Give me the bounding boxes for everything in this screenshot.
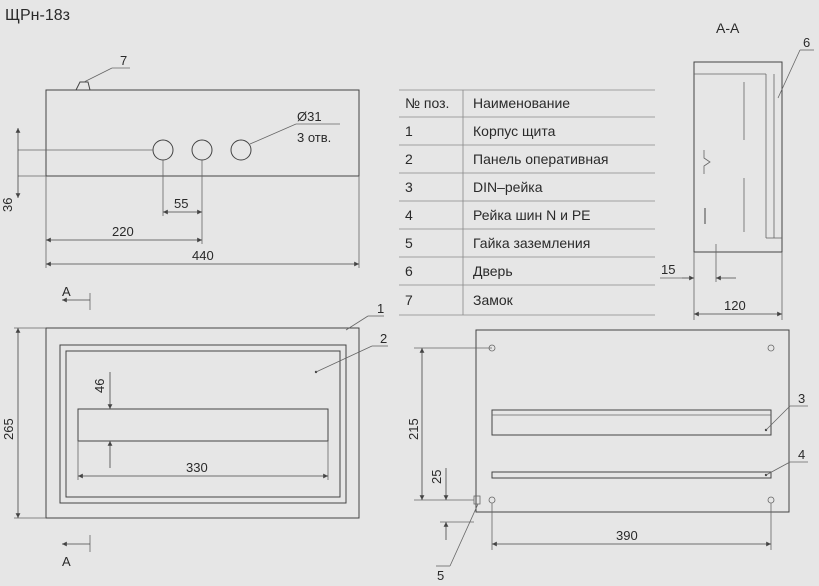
hole	[152, 139, 174, 161]
hole-diameter: Ø31	[297, 109, 322, 124]
dim-15: 15	[661, 262, 675, 277]
table-cell: 4	[405, 207, 413, 223]
section-marker-top: А	[62, 284, 91, 310]
table-cell: 7	[405, 292, 413, 308]
dim-220: 220	[112, 224, 134, 239]
table-cell: Замок	[473, 292, 514, 308]
callout-5: 5	[437, 568, 444, 583]
dim-46: 46	[92, 379, 107, 393]
table-header-name: Наименование	[473, 95, 570, 111]
callout-1: 1	[377, 301, 384, 316]
dim-440: 440	[192, 248, 214, 263]
parts-table: № поз. Наименование 1 Корпус щита 2 Пане…	[399, 89, 655, 316]
table-cell: 5	[405, 235, 413, 251]
title: ЩРн-18з	[5, 7, 70, 24]
table-cell: Рейка шин N и PE	[473, 207, 591, 223]
callout-3: 3	[798, 391, 805, 406]
table-cell: 3	[405, 179, 413, 195]
section-marker-bottom: А	[62, 535, 91, 569]
dim-36: 36	[0, 198, 15, 212]
table-cell: 2	[405, 151, 413, 167]
table-cell: 6	[405, 263, 413, 279]
table-cell: Дверь	[473, 263, 513, 279]
callout-6: 6	[803, 35, 810, 50]
dim-215: 215	[406, 418, 421, 440]
callout-7: 7	[120, 53, 127, 68]
top-view: 36 55 220 440 Ø31 3 отв. 7	[0, 53, 360, 268]
table-header-pos: № поз.	[405, 95, 449, 111]
panel-view: 215 25 390 3 4 5	[406, 329, 808, 583]
svg-text:А: А	[62, 284, 71, 299]
table-cell: Корпус щита	[473, 123, 556, 139]
section-label: А-А	[716, 20, 740, 36]
hole	[191, 139, 213, 161]
table-cell: 1	[405, 123, 413, 139]
front-view: 265 46 330 1 2	[1, 301, 388, 519]
dim-120: 120	[724, 298, 746, 313]
dim-55: 55	[174, 196, 188, 211]
dim-265: 265	[1, 418, 16, 440]
lock-icon	[75, 81, 91, 91]
hole	[230, 139, 252, 161]
dim-330: 330	[186, 460, 208, 475]
table-cell: Панель оперативная	[473, 151, 608, 167]
dim-390: 390	[616, 528, 638, 543]
callout-4: 4	[798, 447, 805, 462]
hole-count: 3 отв.	[297, 130, 331, 145]
callout-2: 2	[380, 331, 387, 346]
section-view: А-А 15 120 6	[660, 20, 814, 320]
dim-25: 25	[429, 470, 444, 484]
table-cell: Гайка заземления	[473, 235, 590, 251]
table-cell: DIN–рейка	[473, 179, 543, 195]
svg-text:А: А	[62, 554, 71, 569]
